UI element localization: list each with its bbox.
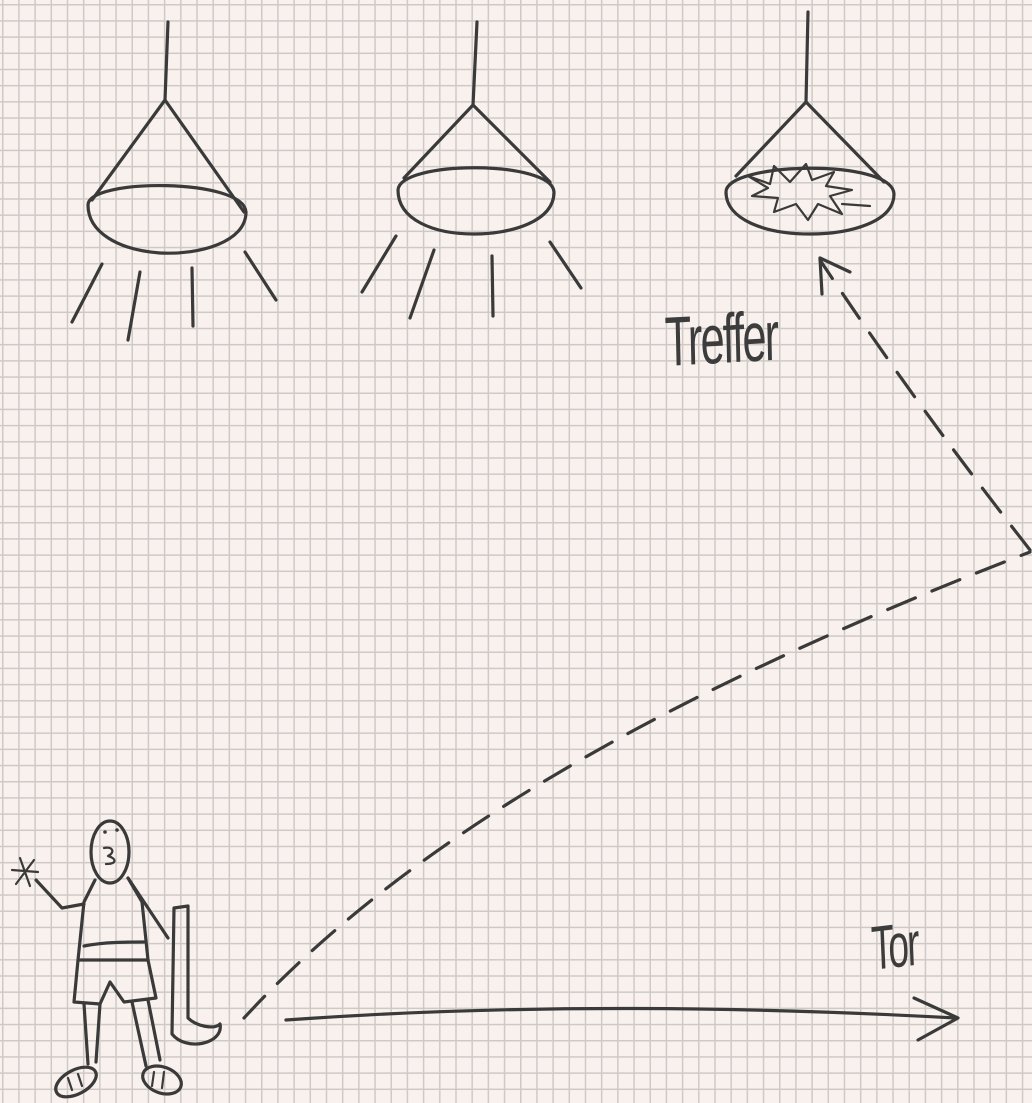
lamp-2-light-rays <box>362 236 581 318</box>
player-face <box>103 828 119 864</box>
lamp-1 <box>72 22 276 340</box>
player-left-shoe <box>51 1061 101 1103</box>
player-waistband <box>84 942 144 946</box>
goal-arrow-line <box>286 1008 956 1020</box>
player-shorts <box>74 960 156 1004</box>
trajectory-to-goal <box>286 998 958 1040</box>
lamp-2-rim <box>398 168 554 234</box>
player-left-leg <box>84 1004 100 1064</box>
lamp-1-rim <box>88 186 246 254</box>
trajectory-to-lamp <box>244 258 1030 1018</box>
player-raised-arm <box>36 880 84 908</box>
player-stick-arm <box>128 878 168 938</box>
trajectory-arrowhead <box>820 258 850 294</box>
player-head <box>91 821 129 883</box>
lamp-2-cord <box>473 22 477 105</box>
lamp-3-shade <box>736 102 884 182</box>
lamp-2 <box>362 22 581 318</box>
lamp-1-light-rays <box>72 252 276 340</box>
lamp-1-shade <box>92 100 244 212</box>
hockey-stick <box>172 906 220 1044</box>
goal-label: Tor <box>870 909 919 985</box>
lamp-3 <box>726 12 894 234</box>
player-hand-sparkle <box>12 858 38 886</box>
hit-label: Treffer <box>664 296 778 382</box>
lamp-3-crack <box>842 204 870 206</box>
player-right-leg <box>132 1000 160 1066</box>
lamp-3-cord <box>806 12 808 102</box>
trajectory-bounce <box>820 260 1030 550</box>
hockey-player <box>12 821 220 1103</box>
lamp-2-shade <box>404 105 550 182</box>
lamp-1-cord <box>165 22 168 100</box>
